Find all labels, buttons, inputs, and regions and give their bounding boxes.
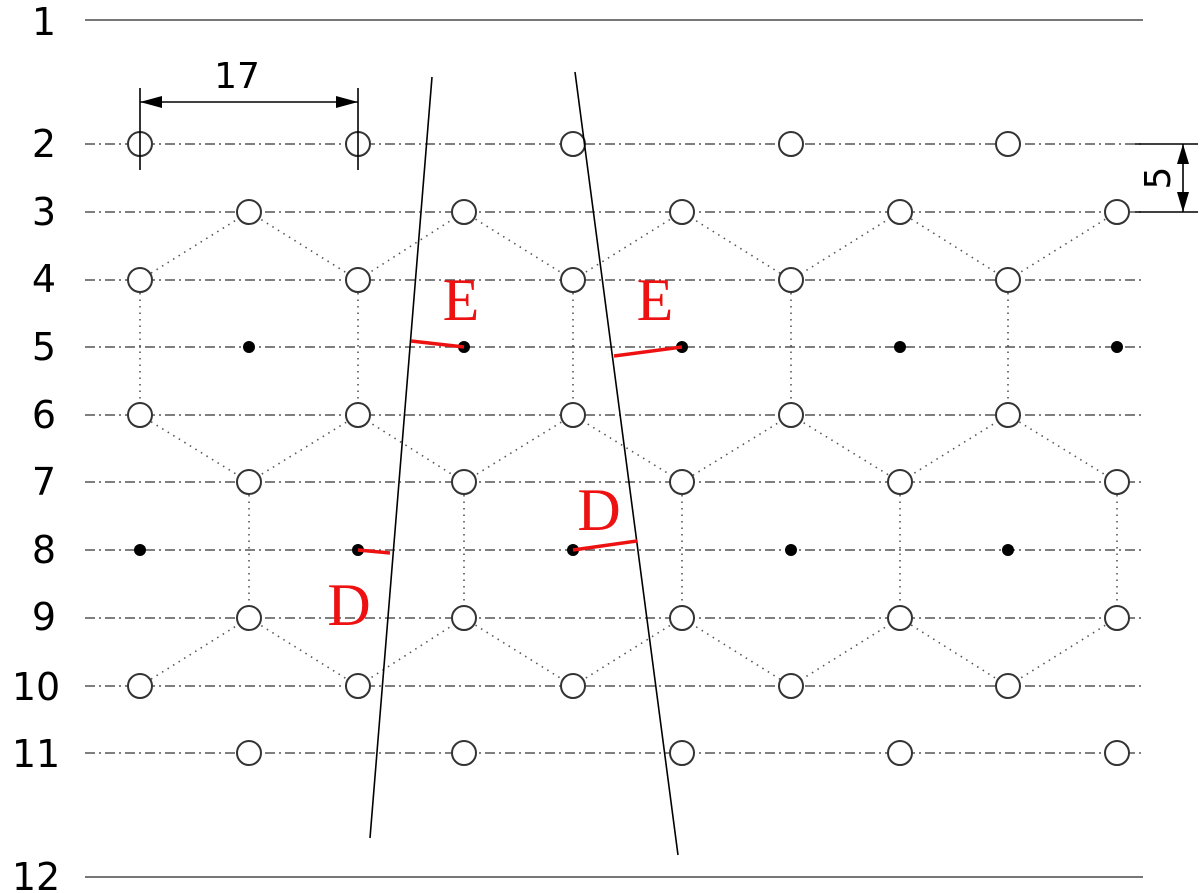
open-circle bbox=[669, 469, 695, 495]
row-label-6: 6 bbox=[32, 393, 56, 437]
distance-segment-e-right bbox=[613, 345, 683, 358]
label-e-left: E bbox=[443, 267, 480, 333]
row-label-11: 11 bbox=[12, 732, 60, 776]
open-circle bbox=[236, 740, 262, 766]
open-circle bbox=[1104, 199, 1130, 225]
filled-dot bbox=[243, 341, 255, 353]
filled-dot bbox=[1111, 341, 1123, 353]
open-circle bbox=[236, 469, 262, 495]
open-circle bbox=[451, 199, 477, 225]
open-circle bbox=[345, 267, 371, 293]
open-circle bbox=[995, 673, 1021, 699]
open-circle bbox=[669, 605, 695, 631]
filled-dot bbox=[785, 544, 797, 556]
open-circle bbox=[1104, 605, 1130, 631]
open-circle bbox=[127, 267, 153, 293]
row-label-1: 1 bbox=[32, 0, 56, 44]
row-label-8: 8 bbox=[32, 528, 56, 572]
open-circle bbox=[995, 131, 1021, 157]
open-circle bbox=[669, 199, 695, 225]
open-circle bbox=[127, 673, 153, 699]
open-circle bbox=[560, 402, 586, 428]
cut-line-left bbox=[369, 76, 433, 839]
open-circle bbox=[451, 740, 477, 766]
hex-zigzag-lower bbox=[139, 617, 1118, 687]
hex-zigzag-upper bbox=[139, 211, 1118, 281]
arrow-head-right bbox=[336, 96, 358, 108]
hexagon-network bbox=[139, 211, 1118, 687]
cut-line-right bbox=[574, 71, 679, 856]
arrow-head-bottom bbox=[1177, 192, 1189, 212]
open-circle bbox=[887, 199, 913, 225]
open-circles bbox=[127, 131, 1130, 766]
open-circle bbox=[451, 469, 477, 495]
open-circle bbox=[560, 131, 586, 157]
row-label-4: 4 bbox=[32, 257, 56, 301]
filled-dot bbox=[1002, 544, 1014, 556]
distance-segment-d-left bbox=[357, 548, 391, 555]
open-circle bbox=[995, 402, 1021, 428]
row-center-lines bbox=[85, 143, 1143, 754]
distance-segment-e-left bbox=[410, 339, 465, 349]
filled-dot bbox=[894, 341, 906, 353]
hex-zigzag-middle bbox=[139, 414, 1118, 483]
filled-dot bbox=[134, 544, 146, 556]
open-circle bbox=[669, 740, 695, 766]
row-label-7: 7 bbox=[32, 460, 56, 504]
dimension-label-vertical: 5 bbox=[1138, 167, 1179, 190]
open-circle bbox=[236, 605, 262, 631]
open-circle bbox=[127, 402, 153, 428]
dimension-vertical: 5 bbox=[1135, 143, 1198, 213]
open-circle bbox=[887, 740, 913, 766]
open-circle bbox=[560, 673, 586, 699]
open-circle bbox=[778, 673, 804, 699]
open-circle bbox=[778, 267, 804, 293]
open-circle bbox=[1104, 740, 1130, 766]
arrow-head-top bbox=[1177, 144, 1189, 164]
row-label-9: 9 bbox=[32, 595, 56, 639]
open-circle bbox=[995, 267, 1021, 293]
label-e-right: E bbox=[637, 267, 674, 333]
row-labels: 1 2 3 4 5 6 7 8 9 10 11 12 bbox=[12, 0, 60, 893]
open-circle bbox=[451, 605, 477, 631]
row-label-3: 3 bbox=[32, 190, 56, 234]
row-label-12: 12 bbox=[12, 855, 60, 893]
label-d-left: D bbox=[327, 572, 370, 638]
open-circle bbox=[345, 673, 371, 699]
filled-dots bbox=[134, 341, 1123, 556]
dimension-horizontal: 17 bbox=[139, 56, 359, 170]
label-d-right: D bbox=[577, 477, 620, 543]
distance-segment-d-right bbox=[572, 539, 638, 552]
open-circle bbox=[236, 199, 262, 225]
open-circle bbox=[1104, 469, 1130, 495]
row-label-10: 10 bbox=[12, 665, 60, 709]
open-circle bbox=[345, 402, 371, 428]
open-circle bbox=[887, 605, 913, 631]
arrow-head-left bbox=[140, 96, 162, 108]
dimension-label-horizontal: 17 bbox=[214, 56, 260, 97]
row-label-5: 5 bbox=[32, 325, 56, 369]
open-circle bbox=[778, 131, 804, 157]
open-circle bbox=[887, 469, 913, 495]
row-label-2: 2 bbox=[32, 122, 56, 166]
open-circle bbox=[560, 267, 586, 293]
open-circle bbox=[778, 402, 804, 428]
